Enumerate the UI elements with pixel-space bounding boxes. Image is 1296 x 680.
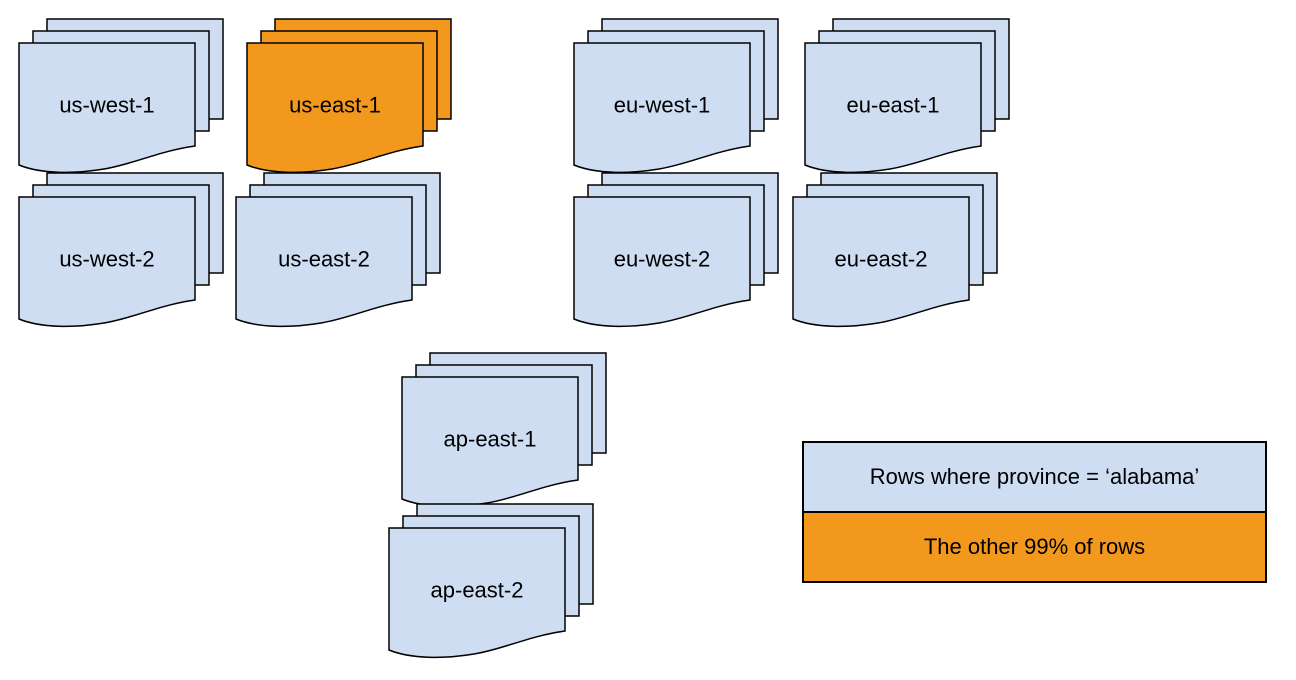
region-label: us-east-2 — [278, 247, 370, 272]
legend-item-other-rows: The other 99% of rows — [804, 511, 1265, 581]
region-label: us-west-1 — [59, 93, 154, 118]
front-document-shape — [18, 42, 196, 174]
region-label: eu-west-2 — [614, 247, 711, 272]
region-doc-stack-eu-east-1: eu-east-1 — [804, 18, 1010, 176]
front-document-shape — [18, 196, 196, 328]
region-label: eu-west-1 — [614, 93, 711, 118]
front-document-shape — [792, 196, 970, 328]
front-document-shape — [573, 42, 751, 174]
front-document-shape — [573, 196, 751, 328]
legend-item-alabama-rows: Rows where province = ‘alabama’ — [804, 443, 1265, 511]
region-doc-stack-ap-east-1: ap-east-1 — [401, 352, 607, 510]
region-doc-stack-eu-east-2: eu-east-2 — [792, 172, 998, 330]
legend-item-other-label: The other 99% of rows — [923, 534, 1146, 559]
region-label: eu-east-2 — [835, 247, 928, 272]
region-label: ap-east-2 — [431, 578, 524, 603]
region-doc-stack-us-west-1: us-west-1 — [18, 18, 224, 176]
front-document-shape — [804, 42, 982, 174]
region-doc-stack-ap-east-2: ap-east-2 — [388, 503, 594, 661]
region-doc-stack-us-west-2: us-west-2 — [18, 172, 224, 330]
region-label: us-west-2 — [59, 247, 154, 272]
front-document-shape — [246, 42, 424, 174]
region-doc-stack-eu-west-1: eu-west-1 — [573, 18, 779, 176]
region-label: ap-east-1 — [444, 427, 537, 452]
front-document-shape — [235, 196, 413, 328]
legend: Rows where province = ‘alabama’ The othe… — [802, 441, 1267, 583]
front-document-shape — [388, 527, 566, 659]
region-doc-stack-us-east-2: us-east-2 — [235, 172, 441, 330]
legend-item-alabama-label: Rows where province = ‘alabama’ — [869, 464, 1200, 489]
region-doc-stack-us-east-1: us-east-1 — [246, 18, 452, 176]
region-label: eu-east-1 — [847, 93, 940, 118]
region-label: us-east-1 — [289, 93, 381, 118]
region-doc-stack-eu-west-2: eu-west-2 — [573, 172, 779, 330]
